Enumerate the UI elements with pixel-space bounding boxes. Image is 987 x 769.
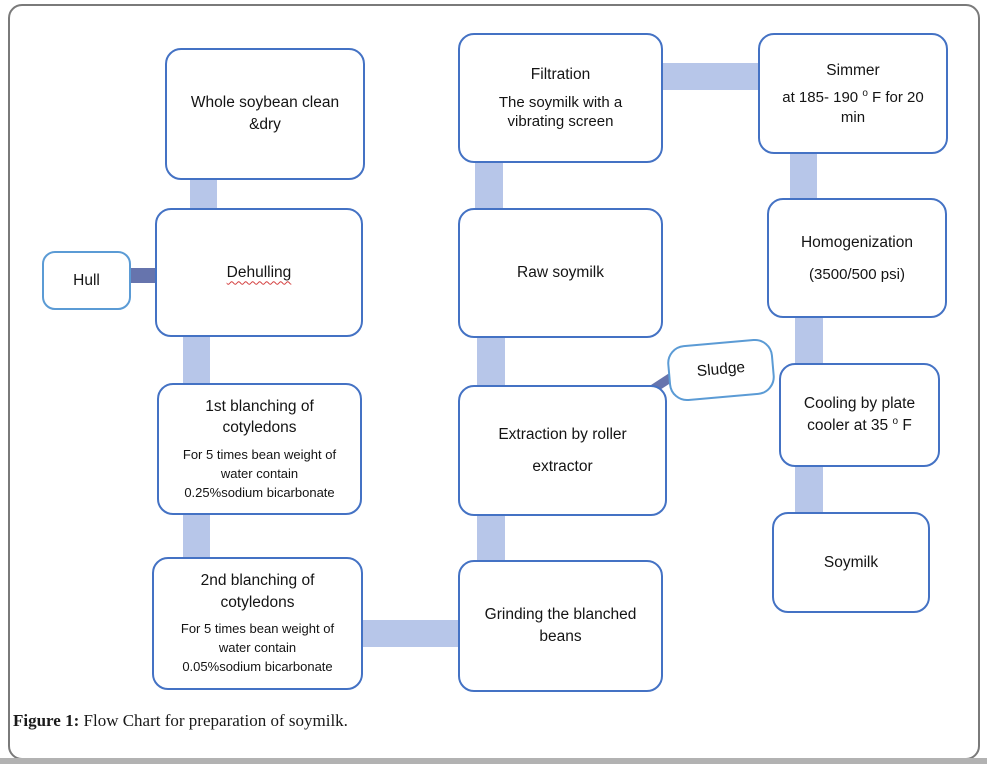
cooling-line1: Cooling by plate [803, 395, 916, 413]
dehulling-title: Dehulling [226, 263, 292, 281]
connector-extraction-to-grinding [477, 514, 505, 562]
whole-soybean-line2: &dry [249, 116, 281, 133]
node-cooling: Cooling by plate cooler at 35 o F [779, 363, 940, 467]
simmer-body: at 185- 190 o F for 20 min [782, 88, 923, 127]
simmer-body-line2: min [840, 108, 866, 126]
homogenization-body: (3500/500 psi) [809, 265, 905, 283]
simmer-title: Simmer [826, 61, 880, 79]
degree-superscript: o [862, 88, 868, 100]
connector-blanching1-to-blanching2 [183, 513, 210, 559]
extraction-title-line2: extractor [532, 457, 593, 475]
node-homogenization: Homogenization (3500/500 psi) [767, 198, 947, 318]
node-soymilk: Soymilk [772, 512, 930, 613]
caption-label: Figure 1: [13, 711, 80, 730]
cooling-line2: cooler at 35 o F [807, 415, 912, 434]
extraction-title-line1: Extraction by roller [498, 425, 627, 443]
blanching1-body-line3: 0.25%sodium bicarbonate [184, 484, 335, 500]
node-extraction: Extraction by roller extractor [458, 385, 667, 516]
connector-dehulling-to-blanching1 [183, 335, 210, 385]
blanching2-body-line3: 0.05%sodium bicarbonate [182, 659, 333, 675]
filtration-title: Filtration [530, 66, 591, 84]
filtration-body: The soymilk with a vibrating screen [499, 93, 622, 132]
blanching1-title-line2: cotyledons [222, 419, 297, 437]
figure-caption: Figure 1: Flow Chart for preparation of … [13, 711, 348, 731]
node-blanching-1st: 1st blanching of cotyledons For 5 times … [157, 383, 362, 515]
filtration-body-line1: The soymilk with a [498, 93, 623, 111]
connector-whole-soybean-to-dehulling [190, 178, 217, 210]
grinding-line1: Grinding the blanched [484, 606, 637, 624]
blanching2-title-line2: cotyledons [220, 593, 295, 611]
grinding-line2: beans [539, 628, 582, 645]
raw-soymilk-title: Raw soymilk [517, 264, 604, 282]
connector-simmer-to-homogenization [790, 152, 817, 200]
whole-soybean-line1: Whole soybean clean [190, 94, 340, 112]
node-raw-soymilk: Raw soymilk [458, 208, 663, 338]
homogenization-title: Homogenization [800, 233, 913, 251]
node-hull: Hull [42, 251, 131, 310]
node-sludge: Sludge [665, 337, 777, 403]
connector-blanching2-to-grinding [360, 620, 460, 647]
blanching1-body-line1: For 5 times bean weight of [182, 446, 337, 462]
blanching2-body: For 5 times bean weight of water contain… [181, 620, 334, 677]
soymilk-title: Soymilk [823, 553, 879, 571]
connector-homogenization-to-cooling [795, 316, 823, 365]
connector-filtration-to-raw-soymilk [475, 161, 503, 210]
simmer-body-line1: at 185- 190 o F for 20 [782, 88, 924, 107]
hull-title: Hull [73, 271, 100, 289]
connector-filtration-to-simmer [661, 63, 760, 90]
blanching1-body-line2: water contain [220, 465, 299, 481]
connector-raw-soymilk-to-extraction [477, 336, 505, 387]
blanching1-title-line1: 1st blanching of [205, 397, 314, 415]
blanching2-body-line2: water contain [218, 640, 297, 656]
blanching1-body: For 5 times bean weight of water contain… [183, 446, 336, 503]
figure-bottom-rule [0, 758, 987, 764]
filtration-body-line2: vibrating screen [507, 113, 614, 131]
node-blanching-2nd: 2nd blanching of cotyledons For 5 times … [152, 557, 363, 690]
degree-superscript: o [892, 415, 899, 427]
sludge-title: Sludge [696, 359, 746, 381]
connector-cooling-to-soymilk [795, 465, 823, 514]
node-simmer: Simmer at 185- 190 o F for 20 min [758, 33, 948, 154]
node-whole-soybean: Whole soybean clean &dry [165, 48, 365, 180]
blanching2-title-line1: 2nd blanching of [200, 572, 315, 590]
blanching2-body-line1: For 5 times bean weight of [180, 621, 335, 637]
node-dehulling: Dehulling [155, 208, 363, 337]
node-grinding: Grinding the blanched beans [458, 560, 663, 692]
connector-dehulling-to-hull [128, 268, 157, 283]
caption-text: Flow Chart for preparation of soymilk. [79, 711, 348, 730]
node-filtration: Filtration The soymilk with a vibrating … [458, 33, 663, 163]
